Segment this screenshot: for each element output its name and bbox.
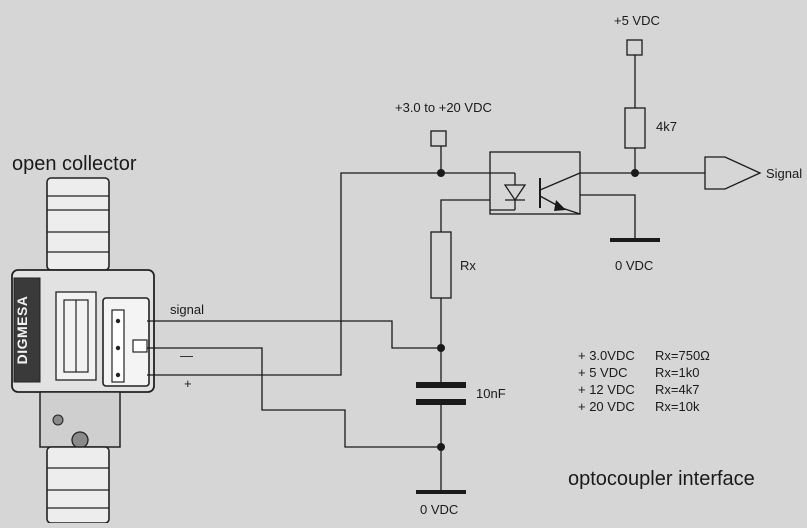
pullup-resistor-label: 4k7 (656, 119, 677, 134)
resistor-rx (430, 231, 452, 299)
ground-wire (147, 347, 441, 448)
rx-table-value: Rx=4k7 (655, 382, 699, 397)
signal-wire (147, 320, 441, 349)
rx-table-value: Rx=10k (655, 399, 700, 414)
supply-top-label: +5 VDC (614, 13, 660, 28)
rx-table-value: Rx=750Ω (655, 348, 710, 363)
plus-wire-label: + (184, 376, 192, 391)
junction-dot (437, 443, 445, 451)
rx-table-voltage: + 12 VDC (578, 382, 635, 397)
junction-dot (437, 344, 445, 352)
right-title: optocoupler interface (568, 468, 755, 490)
signal-output-label: Signal (766, 166, 802, 181)
supply-terminal-top (626, 39, 643, 56)
ground-label-2: 0 VDC (420, 502, 458, 517)
rx-table-voltage: + 20 VDC (578, 399, 635, 414)
ground-label-1: 0 VDC (615, 258, 653, 273)
signal-output-arrow (704, 156, 762, 190)
series-resistor-label: Rx (460, 258, 476, 273)
optocoupler (489, 151, 581, 215)
signal-wire-label: signal (170, 302, 204, 317)
supply-mid-label: +3.0 to +20 VDC (395, 100, 492, 115)
left-title: open collector (12, 153, 137, 175)
capacitor-label: 10nF (476, 386, 506, 401)
flow-sensor: DIGMESA (11, 177, 155, 524)
rx-table: + 3.0VDC Rx=750Ω + 5 VDC Rx=1k0 + 12 VDC… (578, 348, 710, 414)
supply-terminal-mid (430, 130, 447, 147)
rx-table-voltage: + 5 VDC (578, 365, 628, 380)
sensor-brand-label: DIGMESA (14, 296, 30, 365)
supply-wire (147, 172, 441, 376)
rx-table-value: Rx=1k0 (655, 365, 699, 380)
resistor-4k7 (624, 107, 646, 149)
rx-table-voltage: + 3.0VDC (578, 348, 635, 363)
minus-wire-label: — (180, 348, 193, 363)
